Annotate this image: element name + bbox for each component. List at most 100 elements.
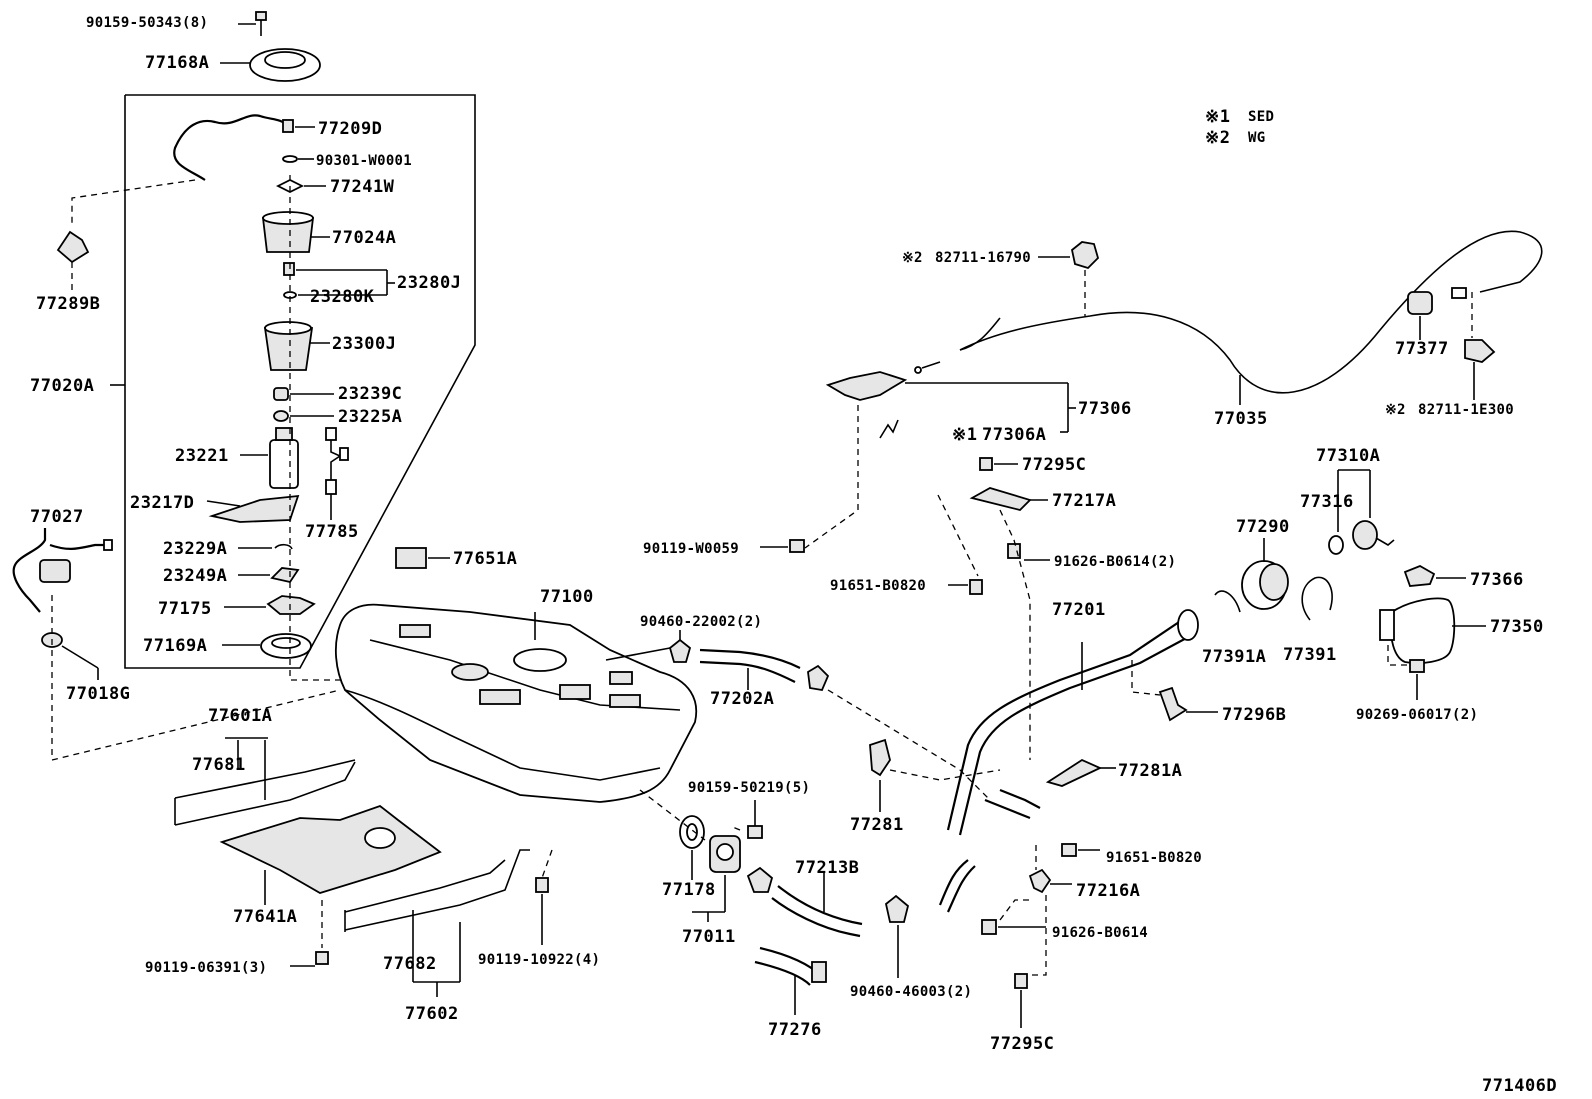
note-1-text: SED	[1248, 109, 1274, 125]
part-screw-90269-06017	[1409, 659, 1425, 700]
part-protector-77641A	[219, 804, 442, 905]
label-82711-16790: 82711-16790	[935, 250, 1031, 266]
part-cap-77290	[1241, 538, 1289, 610]
label-77276: 77276	[768, 1020, 822, 1040]
leader-tank-inlet	[639, 789, 706, 841]
part-gasket-77178	[679, 815, 705, 880]
part-band-77682	[344, 849, 530, 997]
label-77296B: 77296B	[1222, 705, 1286, 725]
label-77306A-mark: ※1	[952, 425, 977, 445]
part-gasket-77241W	[275, 178, 326, 194]
part-cable-end	[914, 361, 941, 374]
label-77209D: 77209D	[318, 119, 382, 139]
part-retainer-77168A	[220, 48, 321, 82]
label-77175: 77175	[158, 599, 212, 619]
part-ring-77391A	[1214, 590, 1241, 613]
label-77377: 77377	[1395, 339, 1449, 359]
part-bolt-90119-W0059	[760, 539, 805, 553]
part-clamp-90460-22002	[668, 638, 692, 663]
label-77290: 77290	[1236, 517, 1290, 537]
label-77295C-bottom: 77295C	[990, 1034, 1054, 1054]
leader-tank-hose	[605, 647, 671, 661]
label-82711-1E300: 82711-1E300	[1418, 402, 1514, 418]
part-tube-77027	[12, 528, 113, 613]
label-77785: 77785	[305, 522, 359, 542]
leader-lever-bolt	[804, 405, 859, 549]
label-23280J: 23280J	[397, 273, 461, 293]
part-bracket-77281A	[1045, 758, 1116, 787]
label-90460-22002: 90460-22002(2)	[640, 614, 762, 630]
label-77018G: 77018G	[66, 684, 130, 704]
label-91626-B0614: 91626-B0614	[1052, 925, 1148, 941]
part-cap-77310A	[1337, 469, 1395, 550]
label-77035: 77035	[1214, 409, 1268, 429]
part-wire-77785	[325, 427, 349, 520]
label-77391: 77391	[1283, 645, 1337, 665]
part-cushion-23239C	[273, 387, 334, 401]
leader-77281-bracket	[889, 769, 1001, 781]
label-77350: 77350	[1490, 617, 1544, 637]
label-82711-16790-mark: ※2	[902, 250, 923, 266]
part-oring-90301	[282, 155, 314, 163]
label-77295C-top: 77295C	[1022, 455, 1086, 475]
part-lever-77306	[825, 371, 1076, 433]
part-clip-23229A	[238, 543, 293, 550]
label-77641A: 77641A	[233, 907, 297, 927]
part-ring-77391	[1301, 576, 1333, 621]
leader-hose-clip	[71, 179, 196, 225]
label-90119-W0059: 90119-W0059	[643, 541, 739, 557]
label-82711-1E300-mark: ※2	[1385, 402, 1406, 418]
label-77100: 77100	[540, 587, 594, 607]
label-77681: 77681	[192, 755, 246, 775]
label-77289B: 77289B	[36, 294, 100, 314]
diagram-code: 771406D	[1482, 1076, 1557, 1096]
part-clip-77295C-top	[979, 457, 1018, 471]
label-77201: 77201	[1052, 600, 1106, 620]
part-inlet-77011	[692, 835, 741, 922]
part-bolt-90159-50343	[238, 11, 267, 36]
label-77316: 77316	[1300, 492, 1354, 512]
pump-assembly-frame	[124, 94, 476, 669]
part-clamp-90460-46003	[884, 894, 910, 978]
leader-91651-top	[937, 494, 979, 577]
label-77213B: 77213B	[795, 858, 859, 878]
label-77306A: 77306A	[982, 425, 1046, 445]
part-bolt-91626-B0614	[981, 899, 1046, 935]
label-77178: 77178	[662, 880, 716, 900]
label-77306: 77306	[1078, 399, 1132, 419]
label-77168A: 77168A	[145, 53, 209, 73]
part-bracket-77216A	[1028, 845, 1072, 976]
label-77310A: 77310A	[1316, 446, 1380, 466]
leader-clamp-filler	[827, 689, 991, 801]
part-clip-77289B	[56, 230, 90, 290]
label-90159-50219: 90159-50219(5)	[688, 780, 810, 796]
part-gasket-77316	[1328, 535, 1344, 555]
part-hinge-77366	[1403, 565, 1466, 587]
label-90159-50343: 90159-50343(8)	[86, 15, 208, 31]
notes-legend: ※1 SED ※2 WG	[1205, 107, 1274, 148]
part-pad-77651A	[395, 547, 450, 569]
label-77281: 77281	[850, 815, 904, 835]
label-77024A: 77024A	[332, 228, 396, 248]
label-77020A: 77020A	[30, 376, 94, 396]
part-support-23217D	[206, 494, 300, 523]
label-77651A: 77651A	[453, 549, 517, 569]
part-hose-77276	[754, 946, 827, 1015]
label-23225A: 23225A	[338, 407, 402, 427]
part-cable-77035	[959, 230, 1543, 405]
part-clamp-77296B	[1131, 660, 1218, 722]
part-lid-77350	[1379, 597, 1486, 666]
label-77217A: 77217A	[1052, 491, 1116, 511]
note-1-mark: ※1	[1205, 107, 1230, 127]
part-bolt-90119-06391	[290, 900, 329, 967]
label-90460-46003: 90460-46003(2)	[850, 984, 972, 1000]
part-labels: 90159-50343(8) 77168A 77209D 90301-W0001…	[30, 15, 1544, 1054]
label-77602: 77602	[405, 1004, 459, 1024]
label-23280K: 23280K	[310, 287, 375, 307]
label-90269-06017: 90269-06017(2)	[1356, 707, 1478, 723]
part-bolt-90119-10922	[535, 849, 553, 945]
part-band-77681	[174, 737, 356, 826]
part-bolt-91626-B0614-2	[1007, 543, 1050, 561]
label-23229A: 23229A	[163, 539, 227, 559]
